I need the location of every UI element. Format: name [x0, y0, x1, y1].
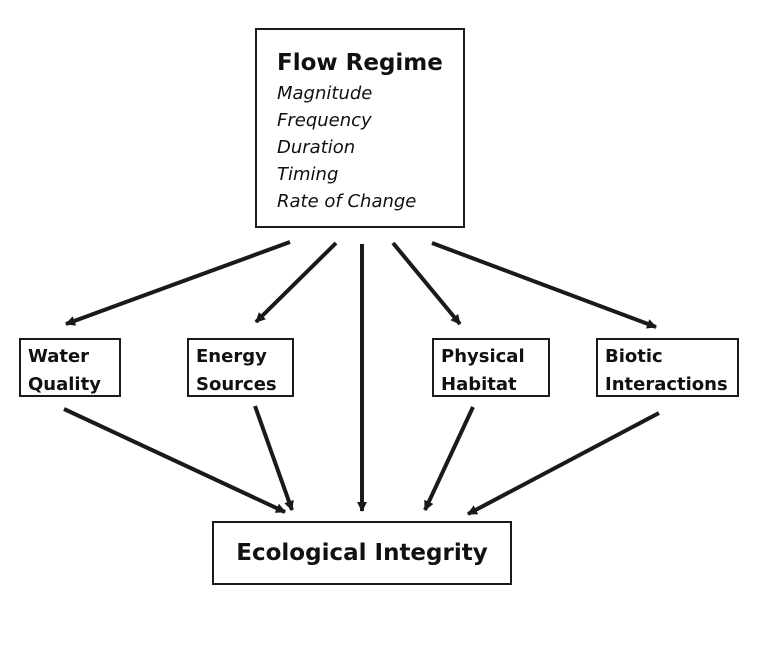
ecological-integrity-label: Ecological Integrity — [236, 540, 488, 566]
energy-sources-box: Energy Sources — [187, 338, 294, 397]
arrow-flow-to-biotic-interactions — [431, 241, 657, 329]
physical-habitat-label-line2: Habitat — [441, 374, 517, 395]
water-quality-label-line2: Quality — [28, 374, 101, 395]
energy-sources-label-line2: Sources — [196, 374, 277, 395]
arrow-flow-to-physical-habitat — [391, 241, 462, 326]
flow-regime-box: Flow Regime Magnitude Frequency Duration… — [255, 28, 465, 228]
biotic-interactions-box: Biotic Interactions — [596, 338, 739, 397]
arrow-water-quality-to-integrity — [63, 407, 286, 514]
arrow-physical-habitat-to-integrity — [423, 406, 475, 511]
ecological-integrity-box: Ecological Integrity — [212, 521, 512, 585]
physical-habitat-label-line1: Physical — [441, 346, 525, 367]
attribute-rate-of-change: Rate of Change — [277, 191, 417, 212]
arrow-energy-sources-to-integrity — [253, 405, 294, 511]
attribute-frequency: Frequency — [277, 110, 372, 131]
arrow-flow-to-water-quality — [65, 240, 291, 326]
energy-sources-label-line1: Energy — [196, 346, 267, 367]
flow-regime-title: Flow Regime — [277, 50, 443, 76]
biotic-interactions-label-line2: Interactions — [605, 374, 728, 395]
biotic-interactions-label-line1: Biotic — [605, 346, 663, 367]
water-quality-label-line1: Water — [28, 346, 90, 367]
attribute-magnitude: Magnitude — [277, 83, 373, 104]
physical-habitat-box: Physical Habitat — [432, 338, 550, 397]
water-quality-box: Water Quality — [19, 338, 121, 397]
attribute-timing: Timing — [277, 164, 339, 185]
arrow-biotic-interactions-to-integrity — [467, 411, 660, 516]
attribute-duration: Duration — [277, 137, 356, 158]
arrow-flow-to-energy-sources — [254, 241, 338, 324]
